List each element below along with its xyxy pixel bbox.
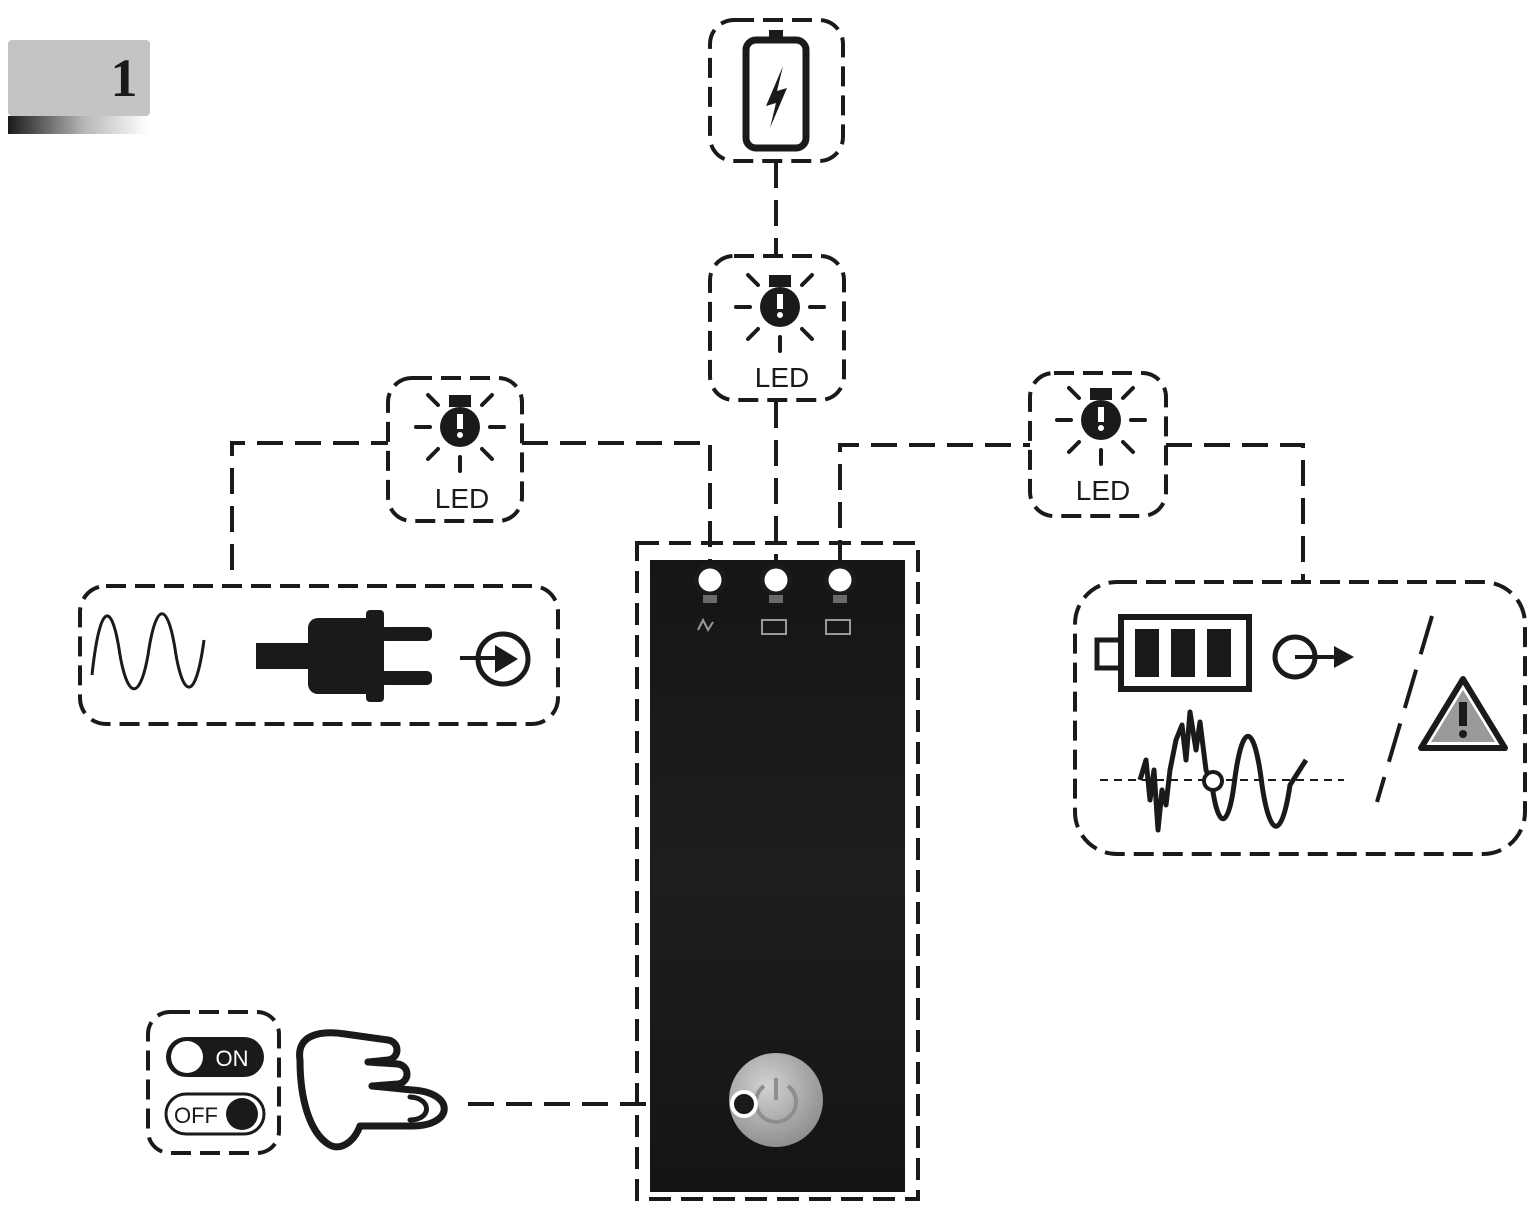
- led-warning-icon: [1055, 386, 1147, 466]
- power-plug-icon: [256, 610, 432, 702]
- or-separator: [1375, 615, 1434, 803]
- led-warning-icon: [734, 273, 826, 353]
- step-number: 1: [111, 48, 138, 108]
- ac-sine-wave-icon: [90, 612, 206, 690]
- power-symbol-icon: [754, 1084, 798, 1124]
- indicator-led-battery: [759, 563, 793, 635]
- indicator-led-fault: [823, 563, 857, 635]
- battery-output-box: [1073, 580, 1527, 856]
- battery-small-icon: [761, 619, 787, 635]
- power-button[interactable]: [729, 1053, 823, 1147]
- step-badge: 1: [8, 40, 150, 134]
- off-toggle: OFF: [164, 1092, 266, 1136]
- off-label: OFF: [174, 1103, 218, 1128]
- on-label: ON: [216, 1046, 249, 1071]
- noisy-waveform-icon: [1100, 709, 1344, 833]
- led-box-left: LED: [386, 376, 524, 523]
- mains-input-box: [78, 584, 560, 726]
- led-label-top: LED: [755, 362, 809, 393]
- led-box-top: LED: [708, 254, 846, 402]
- led-label-left: LED: [435, 483, 489, 514]
- input-arrow-icon: [460, 631, 531, 687]
- battery-charging-box: [708, 18, 845, 163]
- switch-box: ON OFF: [146, 1010, 281, 1155]
- ac-wave-icon: [697, 617, 714, 633]
- on-toggle: ON: [166, 1037, 264, 1077]
- led-box-right: LED: [1028, 371, 1168, 518]
- battery-fault-small-icon: [825, 619, 851, 635]
- warning-triangle-icon: [1418, 676, 1508, 751]
- indicator-led-ac: [693, 563, 727, 633]
- connector-lines: [230, 162, 1305, 1106]
- led-label-right: LED: [1076, 475, 1130, 506]
- battery-full-icon: [1094, 614, 1252, 692]
- battery-charging-icon: [742, 30, 810, 152]
- pointing-hand-icon: [296, 1029, 448, 1151]
- led-warning-icon: [414, 393, 506, 473]
- ups-front-panel: [635, 541, 920, 1201]
- output-arrow-icon: [1272, 634, 1354, 680]
